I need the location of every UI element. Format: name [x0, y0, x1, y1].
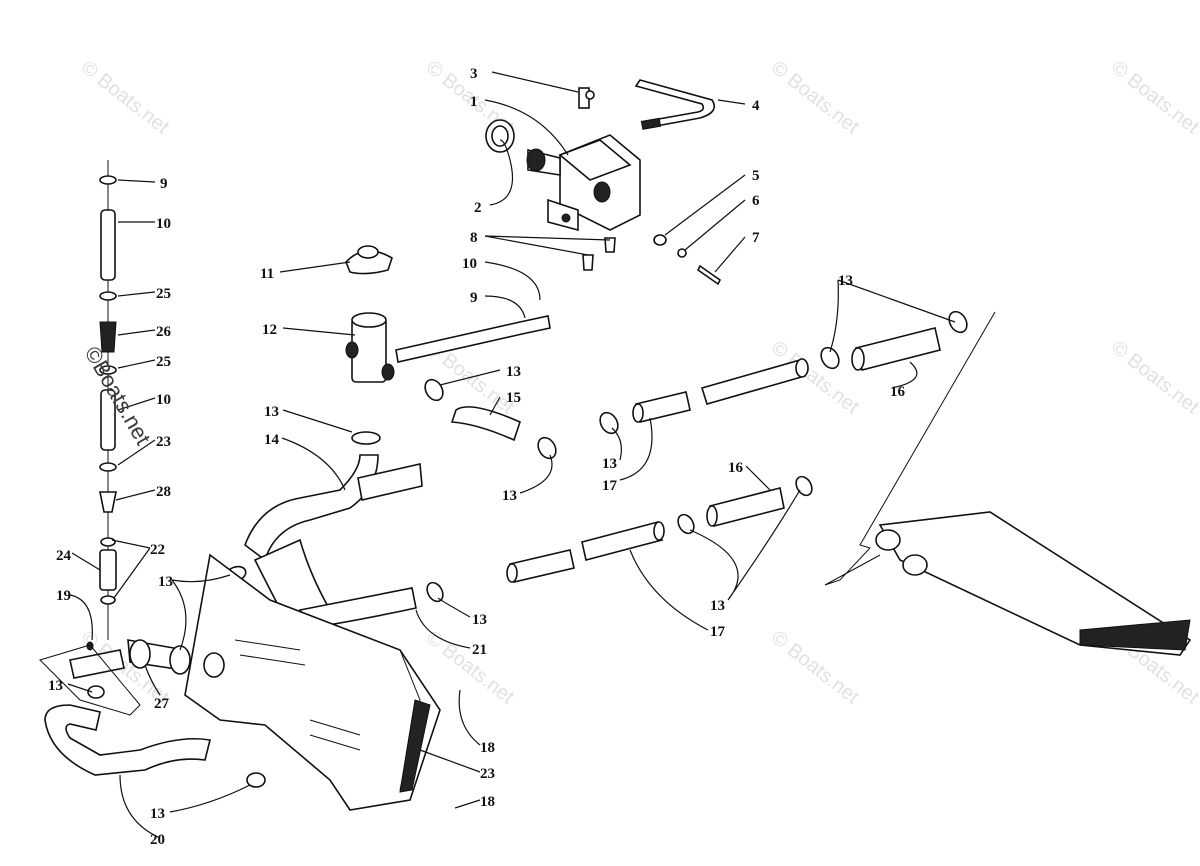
- callout-23: 23: [156, 434, 171, 450]
- callout-1: 1: [470, 94, 478, 110]
- callout-25: 25: [156, 354, 171, 370]
- coolant-tee: [345, 312, 395, 383]
- callout-28: 28: [156, 484, 171, 500]
- callout-13: 13: [710, 598, 725, 614]
- hose-barb-fittings: [582, 237, 616, 271]
- callout-3: 3: [470, 66, 478, 82]
- callout-23: 23: [480, 766, 495, 782]
- filler-neck: [485, 119, 561, 176]
- callout-labels: 1 2 3 4 5 6 7 8 10 9 11 12 13 15 13 14 1…: [48, 66, 906, 848]
- bleed-line-assembly: [99, 160, 117, 640]
- hose-15: [450, 406, 521, 442]
- callout-13: 13: [472, 612, 487, 628]
- watermark: © Boats.net: [767, 627, 863, 709]
- return-line-13: [39, 644, 141, 716]
- callout-11: 11: [260, 266, 274, 282]
- callout-22: 22: [150, 542, 165, 558]
- callout-20: 20: [150, 832, 165, 848]
- callout-4: 4: [752, 98, 760, 114]
- watermark: © Boats.net: [422, 627, 518, 709]
- watermark: © Boats.net: [767, 57, 863, 139]
- watermark: © Boats.net: [77, 57, 173, 139]
- callout-13: 13: [602, 456, 617, 472]
- bypass-hose-9: [395, 315, 551, 363]
- callout-17: 17: [710, 624, 726, 640]
- pipe-17-mid: [632, 391, 691, 423]
- callout-24: 24: [56, 548, 72, 564]
- callout-14: 14: [264, 432, 280, 448]
- callout-13: 13: [150, 806, 165, 822]
- callout-10: 10: [156, 392, 171, 408]
- callout-9: 9: [470, 290, 478, 306]
- callout-19: 19: [56, 588, 71, 604]
- callout-17: 17: [602, 478, 618, 494]
- callout-21: 21: [472, 642, 487, 658]
- callout-13: 13: [158, 574, 173, 590]
- elbow-hose-27: [127, 639, 225, 678]
- callout-15: 15: [506, 390, 521, 406]
- callout-13: 13: [502, 488, 517, 504]
- callout-13: 13: [264, 404, 279, 420]
- washers-and-screw: [653, 234, 722, 286]
- hose-20: [44, 704, 211, 776]
- callout-26: 26: [156, 324, 172, 340]
- hose-16-lower: [706, 487, 785, 527]
- pipe-17-upper: [700, 358, 809, 405]
- pipe-17-lower: [581, 521, 665, 561]
- watermark: © Boats.net: [1107, 57, 1200, 139]
- hose-16-upper: [851, 327, 941, 371]
- callout-16: 16: [728, 460, 744, 476]
- callout-16: 16: [890, 384, 906, 400]
- callout-8: 8: [470, 230, 478, 246]
- callout-18: 18: [480, 794, 495, 810]
- callout-6: 6: [752, 193, 760, 209]
- callout-25: 25: [156, 286, 171, 302]
- heat-exchanger-23: [184, 553, 441, 811]
- bleed-valve: [578, 87, 595, 109]
- callout-18: 18: [480, 740, 495, 756]
- watermark-overlay: ©Boats.net: [80, 342, 156, 449]
- callout-13: 13: [838, 273, 853, 289]
- callout-2: 2: [474, 200, 482, 216]
- callout-7: 7: [752, 230, 760, 246]
- callout-13: 13: [506, 364, 521, 380]
- callout-13: 13: [48, 678, 63, 694]
- leader-lines: [67, 71, 956, 839]
- rear-heat-exchanger: [824, 311, 1192, 656]
- overflow-hose: [634, 79, 716, 130]
- callout-27: 27: [154, 696, 170, 712]
- callout-10: 10: [462, 256, 477, 272]
- callout-12: 12: [262, 322, 277, 338]
- thermostat-housing-bracket: [547, 134, 641, 232]
- callout-9: 9: [160, 176, 168, 192]
- callout-10: 10: [156, 216, 171, 232]
- pipe-lower-short: [506, 549, 575, 583]
- hose-21: [298, 587, 417, 629]
- callout-5: 5: [752, 168, 760, 184]
- radiator-cap: [345, 245, 393, 275]
- watermark: © Boats.net: [1107, 337, 1200, 419]
